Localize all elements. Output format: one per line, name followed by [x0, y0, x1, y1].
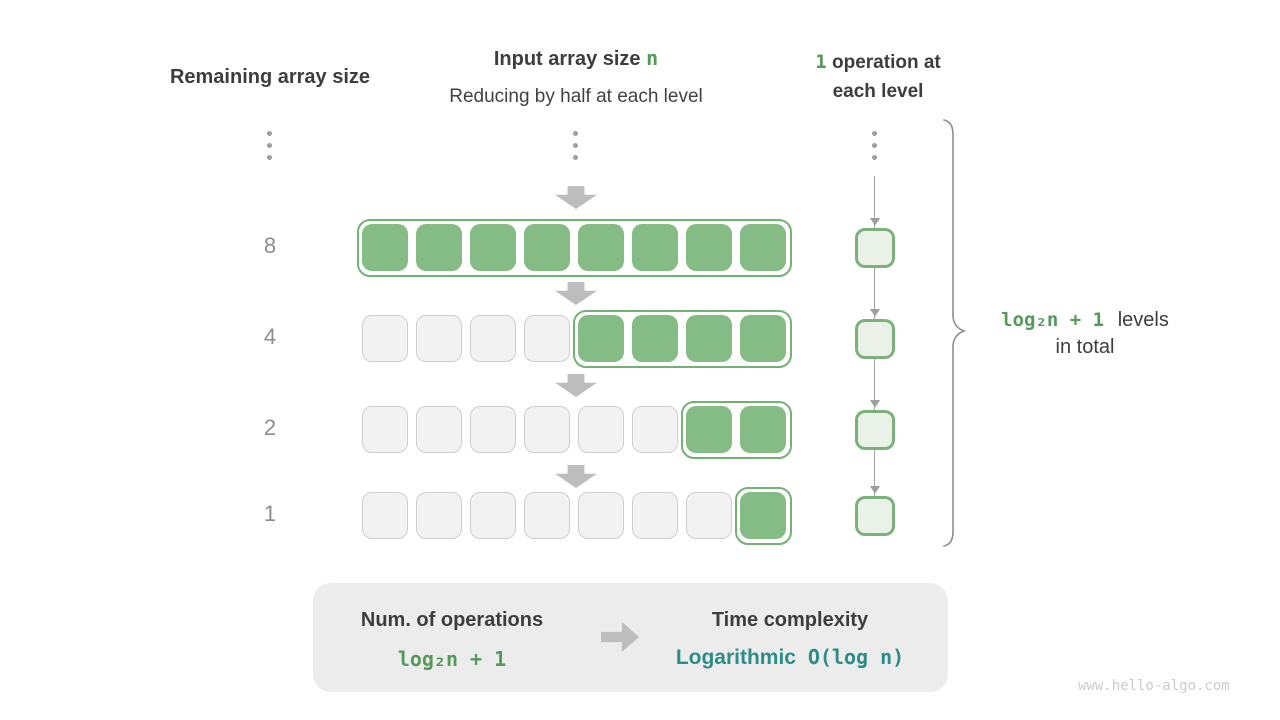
- operations-label: Num. of operations: [312, 606, 592, 635]
- complexity-value: Logarithmic O(log n): [650, 645, 930, 670]
- arrowhead-down-icon: [869, 485, 881, 494]
- array-cell-discarded: [524, 315, 570, 362]
- array-cell-discarded: [362, 315, 408, 362]
- array-cell-active: [740, 224, 786, 271]
- complexity-name: Logarithmic: [675, 646, 796, 669]
- subtitle-text: Reducing by half at each level: [449, 86, 703, 107]
- operation-cell: [855, 227, 895, 268]
- remaining-size-label: 2: [263, 415, 277, 440]
- dot: [872, 155, 877, 160]
- header-right-line2: each level: [832, 81, 924, 102]
- dot: [872, 131, 877, 136]
- header-remaining-array-size: Remaining array size: [100, 63, 440, 92]
- in-total-text: in total: [1055, 336, 1115, 358]
- remaining-size-label: 4: [263, 324, 277, 349]
- operation-cell: [855, 409, 895, 450]
- array-cell-active: [740, 406, 786, 453]
- array-cell-active: [416, 224, 462, 271]
- dot: [267, 143, 272, 148]
- array-cell-active: [632, 224, 678, 271]
- arrow-down-icon: [555, 282, 597, 305]
- header-one-operation: 1 operation at each level: [788, 48, 968, 106]
- dot: [872, 143, 877, 148]
- active-subarray-outline: [680, 400, 792, 459]
- dot: [573, 143, 578, 148]
- operations-formula: log₂n + 1: [312, 647, 592, 671]
- array-cell-discarded: [470, 406, 516, 453]
- header-center-text: Input array size: [493, 48, 641, 70]
- header-right-line1: operation at: [832, 52, 941, 73]
- array-cell-discarded: [362, 492, 408, 539]
- active-subarray-outline: [572, 309, 792, 368]
- array-cell-active: [632, 315, 678, 362]
- watermark-text: www.hello-algo.com: [1078, 678, 1230, 694]
- ellipsis-left: [267, 131, 272, 160]
- arrowhead-down-icon: [869, 399, 881, 408]
- watermark: www.hello-algo.com: [1078, 678, 1230, 694]
- count-one: 1: [815, 51, 827, 73]
- variable-n: n: [646, 46, 659, 70]
- operations-label-text: Num. of operations: [360, 609, 544, 631]
- array-cell-discarded: [470, 315, 516, 362]
- levels-total-note: log₂n + 1 levels in total: [935, 307, 1235, 361]
- dot: [573, 155, 578, 160]
- dot: [267, 131, 272, 136]
- ellipsis-center: [573, 131, 578, 160]
- array-cell-active: [740, 492, 786, 539]
- array-cell-active: [740, 315, 786, 362]
- arrow-down-icon: [555, 374, 597, 397]
- array-cell-discarded: [632, 406, 678, 453]
- operation-cell: [855, 318, 895, 359]
- dot: [267, 155, 272, 160]
- header-left-text: Remaining array size: [169, 66, 371, 88]
- array-cell-discarded: [578, 492, 624, 539]
- remaining-size-label: 1: [263, 501, 277, 526]
- array-cell-active: [686, 315, 732, 362]
- array-cell-active: [362, 224, 408, 271]
- array-cell-active: [686, 406, 732, 453]
- remaining-size-label: 8: [263, 233, 277, 258]
- array-cell-discarded: [470, 492, 516, 539]
- levels-word: levels: [1117, 309, 1169, 331]
- complexity-label: Time complexity: [650, 606, 930, 635]
- active-subarray-outline: [734, 486, 792, 545]
- arrowhead-down-icon: [869, 308, 881, 317]
- array-cell-discarded: [362, 406, 408, 453]
- arrow-down-icon: [555, 465, 597, 488]
- array-cell-active: [686, 224, 732, 271]
- ellipsis-right: [872, 131, 877, 160]
- array-cell-active: [470, 224, 516, 271]
- array-cell-discarded: [632, 492, 678, 539]
- brace-icon: [943, 119, 967, 547]
- array-cell-discarded: [416, 492, 462, 539]
- array-cell-discarded: [524, 406, 570, 453]
- array-cell-discarded: [524, 492, 570, 539]
- array-cell-discarded: [416, 406, 462, 453]
- header-input-array-size: Input array size n: [396, 44, 756, 74]
- array-cell-active: [578, 315, 624, 362]
- array-cell-discarded: [416, 315, 462, 362]
- operation-cell: [855, 495, 895, 536]
- header-reducing-subtitle: Reducing by half at each level: [396, 82, 756, 111]
- levels-formula: log₂n + 1: [1001, 309, 1105, 331]
- complexity-label-text: Time complexity: [711, 609, 869, 631]
- arrowhead-down-icon: [869, 217, 881, 226]
- array-cell-discarded: [578, 406, 624, 453]
- array-cell-active: [524, 224, 570, 271]
- array-cell-active: [578, 224, 624, 271]
- array-cell-discarded: [686, 492, 732, 539]
- operations-formula-text: log₂n + 1: [397, 647, 507, 671]
- arrow-down-icon: [555, 186, 597, 209]
- dot: [573, 131, 578, 136]
- active-subarray-outline: [356, 218, 792, 277]
- complexity-notation: O(log n): [807, 645, 905, 669]
